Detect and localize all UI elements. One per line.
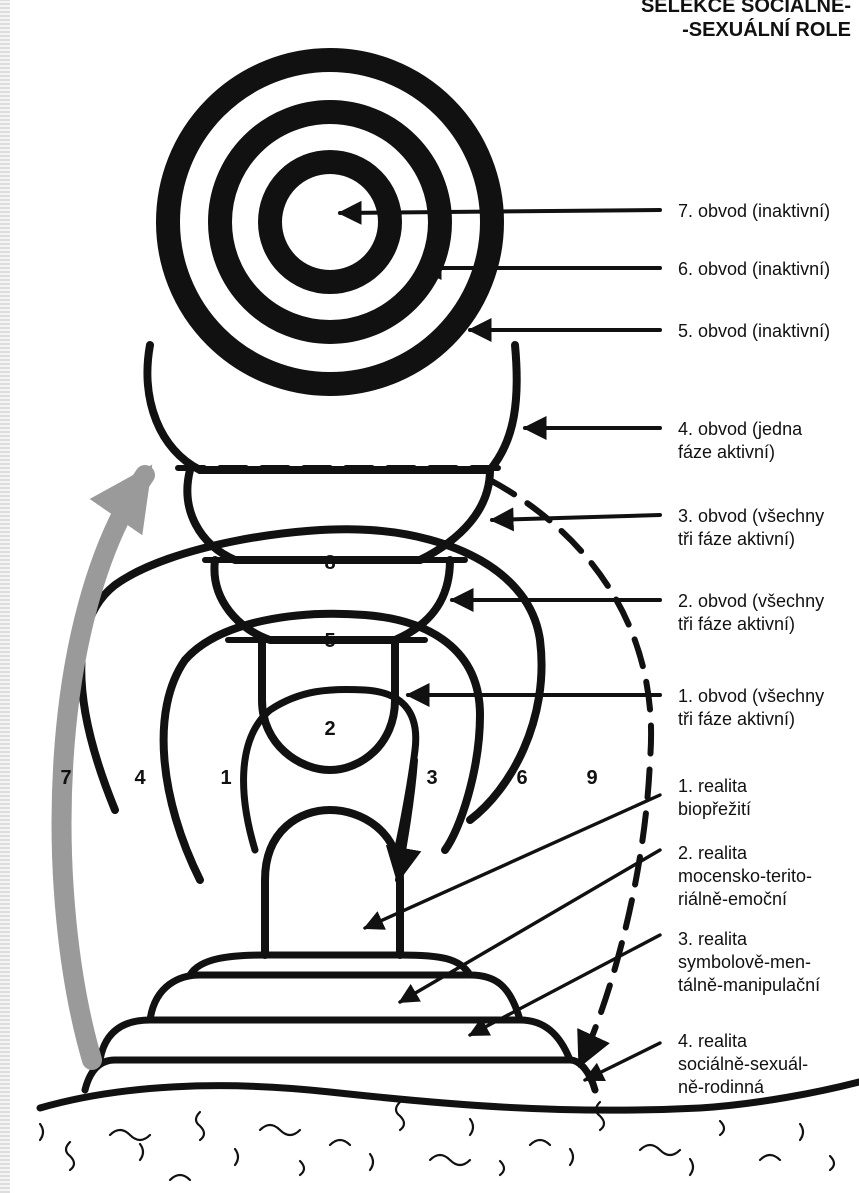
label-reality-3: 3. realita symbolově-men- tálně-manipula… (678, 928, 858, 997)
base-step-3 (100, 1020, 570, 1060)
label-circuit-3-line-1: 3. obvod (všechny (678, 505, 858, 528)
label-reality-3-line-1: 3. realita (678, 928, 858, 951)
label-circuit-7: 7. obvod (inaktivní) (678, 200, 858, 223)
label-circuit-5-line: 5. obvod (inaktivní) (678, 320, 858, 343)
label-circuit-6-line: 6. obvod (inaktivní) (678, 258, 858, 281)
loop-4-3 (164, 614, 480, 880)
label-circuit-2: 2. obvod (všechny tři fáze aktivní) (678, 590, 858, 636)
label-circuit-4: 4. obvod (jedna fáze aktivní) (678, 418, 858, 464)
loop-number-6: 6 (516, 767, 527, 789)
label-reality-4: 4. realita sociálně-sexuál- ně-rodinná (678, 1030, 858, 1099)
label-circuit-1-line-1: 1. obvod (všechny (678, 685, 858, 708)
label-reality-1: 1. realita biopřežití (678, 775, 858, 821)
label-circuit-1: 1. obvod (všechny tři fáze aktivní) (678, 685, 858, 731)
circle-middle (220, 112, 440, 332)
label-circuit-4-line-1: 4. obvod (jedna (678, 418, 858, 441)
loop-number-1: 1 (220, 767, 231, 789)
label-circuit-2-line-1: 2. obvod (všechny (678, 590, 858, 613)
label-circuit-5: 5. obvod (inaktivní) (678, 320, 858, 343)
head-seg-8 (187, 470, 490, 560)
label-circuit-3-line-2: tři fáze aktivní) (678, 528, 858, 551)
head-layer-4 (147, 345, 516, 470)
label-circuit-7-line: 7. obvod (inaktivní) (678, 200, 858, 223)
title-line-1: SELEKCE SOCIÁLNĚ- (591, 0, 851, 18)
label-reality-2-line-1: 2. realita (678, 842, 858, 865)
label-reality-2-line-3: riálně-emoční (678, 888, 858, 911)
loop-number-4: 4 (134, 767, 145, 789)
circle-inner (270, 162, 390, 282)
label-reality-1-line-2: biopřežití (678, 798, 858, 821)
page-title: SELEKCE SOCIÁLNĚ- -SEXUÁLNÍ ROLE (591, 0, 851, 42)
loop-number-7: 7 (60, 767, 71, 789)
label-circuit-3: 3. obvod (všechny tři fáze aktivní) (678, 505, 858, 551)
segment-number-5: 5 (324, 630, 335, 652)
label-circuit-2-line-2: tři fáze aktivní) (678, 613, 858, 636)
segment-number-2: 2 (324, 718, 335, 740)
soil-squiggles (40, 1102, 834, 1180)
label-reality-2: 2. realita mocensko-terito- riálně-emočn… (678, 842, 858, 911)
label-reality-4-line-1: 4. realita (678, 1030, 858, 1053)
label-reality-3-line-2: symbolově-men- (678, 951, 858, 974)
label-circuit-1-line-2: tři fáze aktivní) (678, 708, 858, 731)
label-reality-1-line-1: 1. realita (678, 775, 858, 798)
label-reality-2-line-2: mocensko-terito- (678, 865, 858, 888)
label-circuit-4-line-2: fáze aktivní) (678, 441, 858, 464)
loop-number-3: 3 (426, 767, 437, 789)
inner-arch (265, 810, 400, 955)
label-reality-4-line-2: sociálně-sexuál- (678, 1053, 858, 1076)
reality-pointers (365, 795, 660, 1080)
loop-number-9: 9 (586, 767, 597, 789)
base-step-2 (150, 975, 520, 1020)
label-circuit-6: 6. obvod (inaktivní) (678, 258, 858, 281)
title-line-2: -SEXUÁLNÍ ROLE (591, 18, 851, 42)
label-reality-4-line-3: ně-rodinná (678, 1076, 858, 1099)
label-reality-3-line-3: tálně-manipulační (678, 974, 858, 997)
segment-number-8: 8 (324, 552, 335, 574)
